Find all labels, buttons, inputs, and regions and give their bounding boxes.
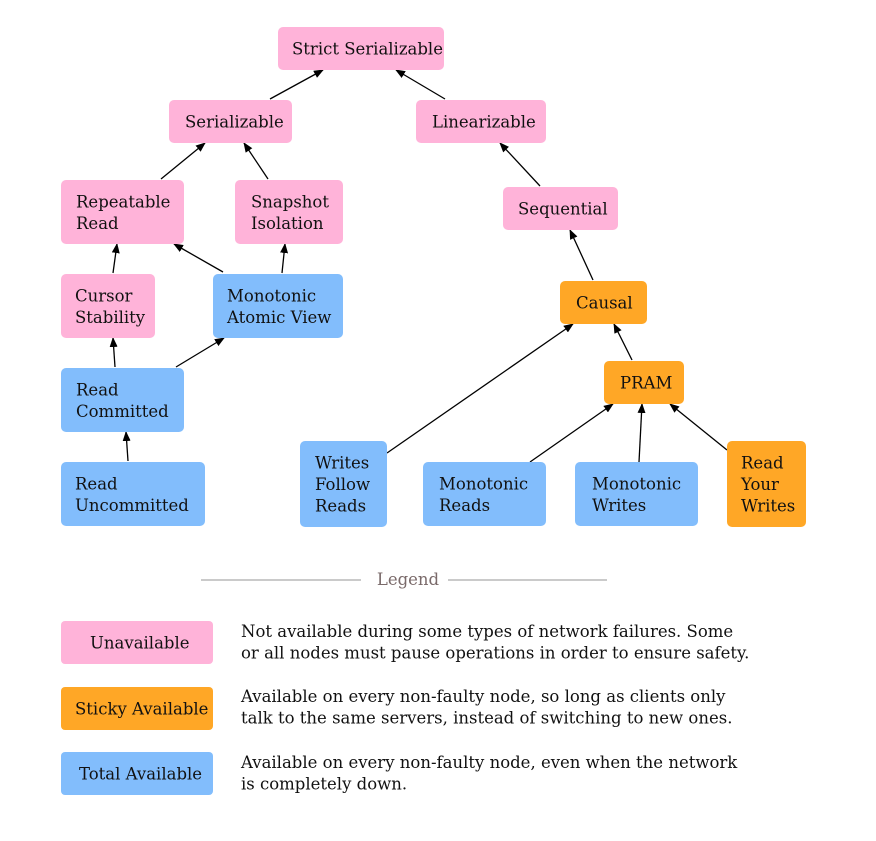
- node-box: [235, 180, 343, 244]
- edge-cursor-stability-to-repeatable-read: [111, 243, 120, 274]
- node-label-line: Atomic View: [226, 308, 331, 327]
- node-label-line: Committed: [76, 402, 169, 421]
- edge-snapshot-isolation-to-serializable: [243, 142, 269, 180]
- edge-read-uncommitted-to-read-committed: [122, 431, 131, 462]
- node-serializable: Serializable: [169, 100, 292, 143]
- node-sequential: Sequential: [503, 187, 618, 230]
- node-label-line: Read: [741, 454, 784, 473]
- node-label-line: Writes: [315, 454, 369, 473]
- legend-swatch: [61, 752, 213, 795]
- node-box: [416, 100, 546, 143]
- node-label-line: Causal: [576, 294, 633, 313]
- node-label-line: Read: [76, 380, 119, 399]
- edge-read-committed-to-monotonic-atomic-view: [175, 337, 225, 368]
- edge-monotonic-writes-to-pram: [637, 403, 646, 463]
- node-box: [575, 462, 698, 526]
- node-box: [560, 281, 647, 324]
- edge-serializable-to-strict-serializable: [269, 69, 324, 100]
- legend-description-line: Available on every non-faulty node, even…: [240, 753, 738, 772]
- node-box: [61, 462, 205, 526]
- edge-read-committed-to-cursor-stability: [109, 337, 118, 368]
- legend-label: Total Available: [79, 765, 202, 784]
- node-box: [604, 361, 684, 404]
- legend-description-line: Available on every non-faulty node, so l…: [240, 687, 726, 706]
- node-label-line: Reads: [439, 496, 490, 515]
- node-label-line: Writes: [592, 496, 646, 515]
- edge-monotonic-atomic-view-to-snapshot-isolation: [280, 243, 289, 274]
- edge-pram-to-causal: [613, 323, 633, 361]
- edge-sequential-to-linearizable: [499, 142, 541, 187]
- node-box: [423, 462, 546, 526]
- node-box: [727, 441, 806, 527]
- edge-causal-to-sequential: [569, 229, 594, 281]
- node-box: [61, 274, 155, 338]
- edge-repeatable-read-to-serializable: [160, 142, 206, 180]
- legend-title: Legend: [377, 570, 440, 589]
- edge-monotonic-atomic-view-to-repeatable-read: [173, 243, 224, 273]
- node-label-line: Reads: [315, 497, 366, 516]
- legend-swatch: [61, 687, 213, 730]
- legend-item-sticky: Sticky Available Available on every non-f…: [61, 687, 732, 730]
- legend-item-total: Total Available Available on every non-fa…: [61, 752, 738, 795]
- node-box: [278, 27, 444, 70]
- node-label-line: Monotonic: [227, 286, 316, 305]
- legend-description-line: is completely down.: [241, 775, 407, 794]
- node-label-line: Isolation: [251, 214, 324, 233]
- legend-item-unavailable: Unavailable Not available during some typ…: [61, 621, 749, 664]
- node-label-line: Stability: [75, 308, 146, 327]
- legend-description-line: or all nodes must pause operations in or…: [241, 644, 749, 663]
- node-box: [169, 100, 292, 143]
- edge-writes-follow-reads-to-causal: [386, 323, 574, 454]
- node-label-line: Your: [740, 475, 779, 494]
- node-label-line: Uncommitted: [75, 496, 189, 515]
- edge-linearizable-to-strict-serializable: [395, 69, 446, 100]
- node-label-line: Monotonic: [592, 474, 681, 493]
- edge-read-your-writes-to-pram: [669, 403, 728, 451]
- node-label-line: PRAM: [620, 374, 672, 393]
- node-strict-serializable: Strict Serializable: [278, 27, 444, 70]
- node-box: [213, 274, 343, 338]
- legend-label: Sticky Available: [75, 700, 208, 719]
- edges-layer: [109, 69, 728, 463]
- node-pram: PRAM: [604, 361, 684, 404]
- node-label-line: Cursor: [75, 286, 133, 305]
- edge-monotonic-reads-to-pram: [529, 403, 614, 463]
- node-causal: Causal: [560, 281, 647, 324]
- legend-label: Unavailable: [90, 634, 190, 653]
- node-label-line: Snapshot: [251, 192, 329, 211]
- legend-description-line: talk to the same servers, instead of swi…: [241, 709, 732, 728]
- node-box: [61, 368, 184, 432]
- node-linearizable: Linearizable: [416, 100, 546, 143]
- node-box: [503, 187, 618, 230]
- legend: Legend Unavailable Not available during s…: [61, 570, 749, 795]
- node-label-line: Monotonic: [439, 474, 528, 493]
- node-label-line: Read: [75, 474, 118, 493]
- legend-description-line: Not available during some types of netwo…: [241, 622, 733, 641]
- legend-swatch: [61, 621, 213, 664]
- node-label-line: Repeatable: [76, 192, 170, 211]
- node-box: [61, 180, 184, 244]
- node-label-line: Read: [76, 214, 119, 233]
- node-label-line: Follow: [315, 475, 370, 494]
- node-box: [300, 441, 387, 527]
- node-label-line: Linearizable: [432, 113, 536, 132]
- node-label-line: Writes: [741, 497, 795, 516]
- node-label-line: Serializable: [185, 113, 284, 132]
- node-label-line: Sequential: [518, 200, 608, 219]
- node-label-line: Strict Serializable: [292, 40, 443, 59]
